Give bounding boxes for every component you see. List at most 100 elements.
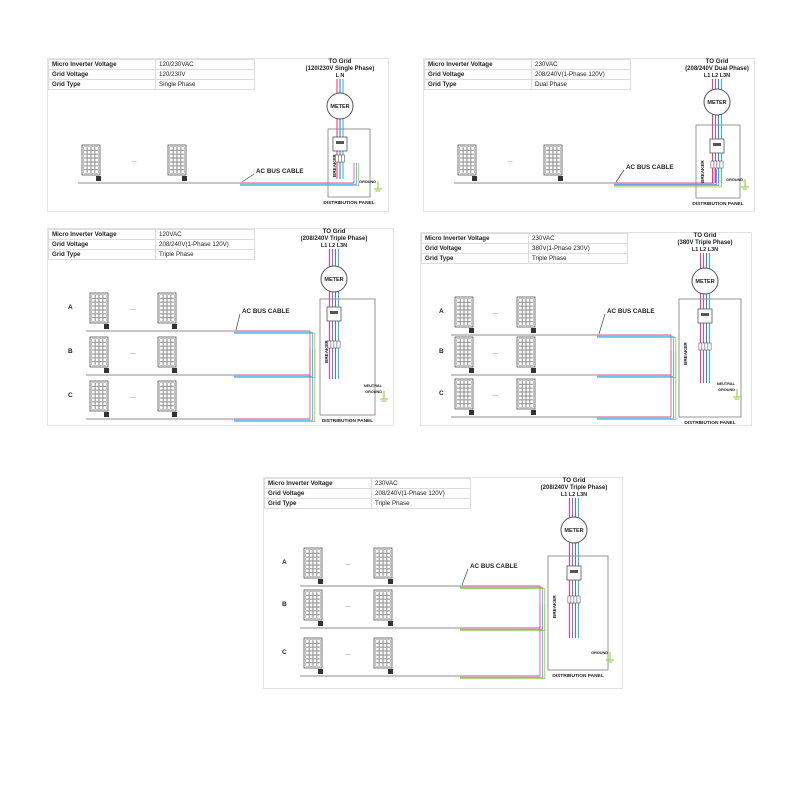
- ac-bus-label: AC BUS CABLE: [256, 168, 304, 175]
- solar-panel: [303, 589, 323, 626]
- solar-panel: [303, 637, 323, 674]
- solar-panel: [457, 144, 477, 181]
- micro-inverter-icon: [318, 669, 323, 674]
- distribution-panel-box: [695, 124, 741, 199]
- distribution-panel-label: DISTRIBUTION PANEL: [552, 673, 603, 679]
- continuation-dots: …: [345, 561, 351, 567]
- breaker-icon: [573, 595, 578, 604]
- continuation-dots: …: [131, 158, 137, 164]
- callout-arrow: [461, 568, 469, 586]
- wiring-diagram: TO Grid(208/240V Triple Phase)L1 L2 L3NM…: [282, 477, 614, 680]
- spec-value: Dual Phase: [531, 79, 631, 90]
- callout-arrow: [598, 313, 606, 335]
- grid-title: TO Grid: [329, 58, 352, 65]
- continuation-dots: …: [130, 306, 136, 312]
- breaker-icon: [330, 340, 335, 349]
- breaker-icon: [335, 154, 339, 163]
- row-label: C: [68, 392, 73, 399]
- wiring-diagram: TO Grid(120/230V Single Phase)L NMETERDI…: [78, 58, 382, 206]
- solar-panel: [89, 380, 109, 417]
- micro-inverter-icon: [388, 621, 393, 626]
- ground-label: GROUND: [718, 388, 735, 392]
- breaker-label: BREAKER: [552, 595, 557, 618]
- micro-inverter-icon: [104, 412, 109, 417]
- breaker-label: BREAKER: [332, 154, 337, 177]
- meter-label: METER: [564, 528, 583, 534]
- continuation-dots: …: [345, 651, 351, 657]
- micro-inverter-icon: [469, 328, 474, 333]
- distribution-panel-label: DISTRIBUTION PANEL: [323, 200, 374, 206]
- distribution-panel-label: DISTRIBUTION PANEL: [692, 201, 743, 207]
- meter-label: METER: [324, 277, 343, 283]
- row-label: B: [68, 348, 73, 355]
- meter-icon: [320, 265, 348, 293]
- line-labels: L1 L2 L3N: [692, 247, 718, 253]
- line-labels: L1 L2 L3N: [321, 243, 347, 249]
- distribution-panel-box: [327, 128, 371, 198]
- callout-arrow: [241, 173, 255, 183]
- solar-panel: [454, 296, 474, 333]
- distribution-panel-label: DISTRIBUTION PANEL: [322, 418, 373, 424]
- distribution-panel-box: [547, 555, 609, 671]
- micro-inverter-icon: [472, 176, 477, 181]
- solar-panel: [516, 378, 536, 415]
- breaker-icon: [567, 595, 572, 604]
- breaker-icon: [338, 154, 342, 163]
- solar-panel: [454, 378, 474, 415]
- continuation-dots: …: [492, 392, 498, 398]
- grid-subtitle: (208/240V Triple Phase): [541, 485, 608, 491]
- micro-inverter-icon: [531, 410, 536, 415]
- solar-panel: [157, 380, 177, 417]
- grid-title: TO Grid: [323, 228, 346, 235]
- grid-subtitle: (208/240V Triple Phase): [301, 236, 368, 242]
- meter-icon: [560, 516, 588, 544]
- spec-value: Single Phase: [155, 79, 255, 90]
- breaker-icon: [713, 160, 718, 169]
- breaker-icon: [710, 160, 715, 169]
- wiring-diagram: TO Grid(380V Triple Phase)L1 L2 L3NMETER…: [439, 232, 742, 426]
- grid-title: TO Grid: [706, 58, 729, 65]
- continuation-dots: …: [345, 603, 351, 609]
- solar-panel: [373, 547, 393, 584]
- breaker-icon: [327, 340, 332, 349]
- solar-panel: [89, 336, 109, 373]
- solar-panel: [373, 637, 393, 674]
- continuation-dots: …: [507, 158, 513, 164]
- ground-label: GROUND: [359, 180, 376, 184]
- micro-inverter-icon: [318, 579, 323, 584]
- meter-label: METER: [330, 104, 349, 110]
- line-labels: L1 L2 L3N: [704, 73, 730, 79]
- micro-inverter-icon: [104, 324, 109, 329]
- micro-inverter-icon: [531, 368, 536, 373]
- micro-inverter-icon: [469, 410, 474, 415]
- ac-bus-label: AC BUS CABLE: [607, 308, 655, 315]
- solar-panel: [89, 292, 109, 329]
- spec-value: Triple Phase: [371, 498, 471, 509]
- distribution-panel-label: DISTRIBUTION PANEL: [684, 420, 735, 426]
- row-label: B: [282, 601, 287, 608]
- row-label: A: [439, 308, 444, 315]
- micro-inverter-icon: [182, 176, 187, 181]
- solar-panel: [516, 296, 536, 333]
- meter-label: METER: [695, 279, 714, 285]
- breaker-icon: [570, 595, 575, 604]
- meter-icon: [703, 88, 731, 116]
- spec-value: Triple Phase: [155, 249, 255, 260]
- ground-label: GROUND: [591, 651, 608, 655]
- wiring-diagram: TO Grid(208/240V Dual Phase)L1 L2 L3NMET…: [454, 58, 749, 207]
- micro-inverter-icon: [318, 621, 323, 626]
- breaker-icon: [704, 342, 709, 351]
- micro-inverter-icon: [469, 368, 474, 373]
- micro-inverter-icon: [558, 176, 563, 181]
- micro-inverter-icon: [388, 669, 393, 674]
- micro-inverter-icon: [104, 368, 109, 373]
- ground-label: GROUND: [726, 178, 743, 182]
